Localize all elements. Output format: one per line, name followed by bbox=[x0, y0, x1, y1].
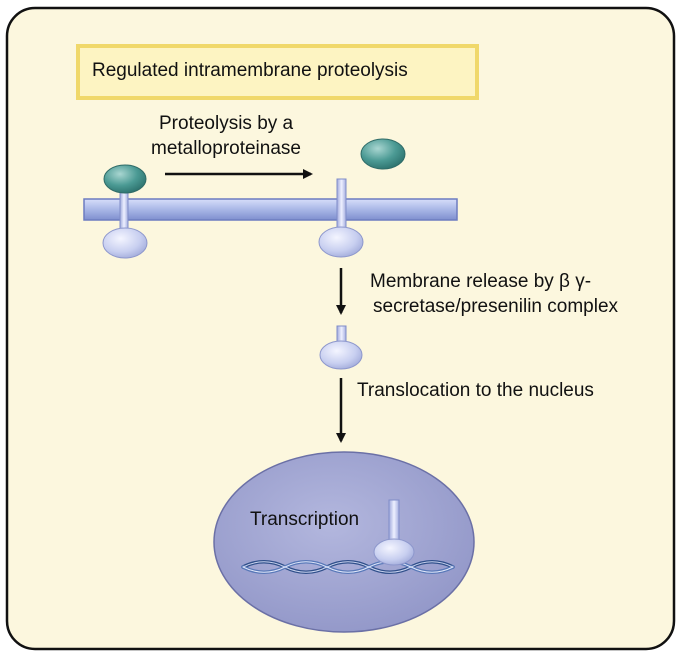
transcription-factor bbox=[373, 499, 415, 566]
diagram-title: Regulated intramembrane proteolysis bbox=[92, 60, 408, 81]
nucleus bbox=[213, 451, 475, 633]
proteolysis-label-line2: metalloproteinase bbox=[151, 138, 301, 159]
cell-membrane bbox=[83, 198, 458, 221]
dna-helix bbox=[241, 560, 455, 574]
proteolysis-label-line1: Proteolysis by a bbox=[159, 113, 294, 134]
cleaved-receptor bbox=[318, 178, 364, 258]
translocation-label: Translocation to the nucleus bbox=[357, 380, 594, 401]
title-box bbox=[76, 44, 479, 100]
ectodomain-shape bbox=[103, 164, 147, 194]
release-label-line2: secretase/presenilin complex bbox=[373, 296, 619, 317]
release-label-line1: Membrane release by β γ- bbox=[370, 271, 592, 292]
transcription-label: Transcription bbox=[250, 509, 360, 530]
intact-receptor bbox=[102, 187, 148, 259]
released-intracellular-domain bbox=[319, 325, 363, 370]
shed-ectodomain-shape bbox=[360, 138, 406, 170]
